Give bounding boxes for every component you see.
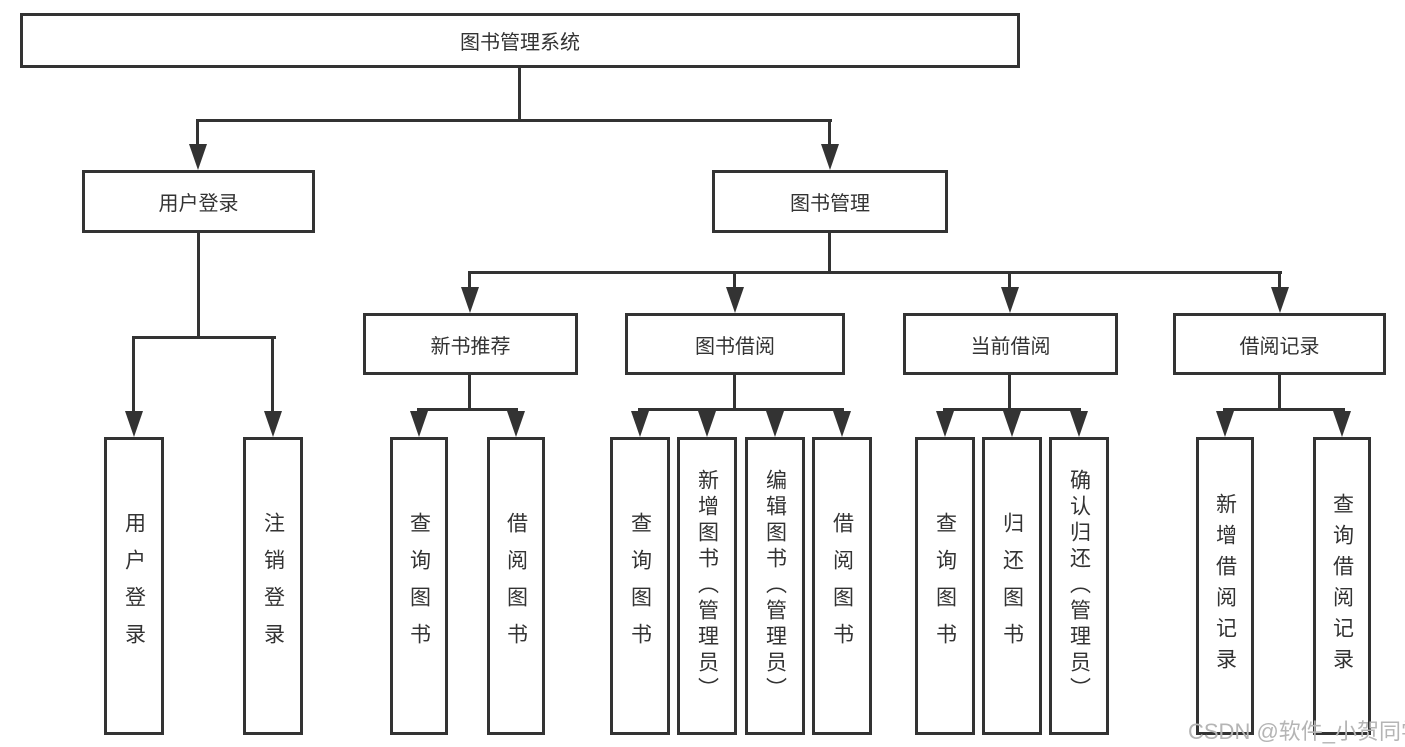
arrow-down-icon [698,411,716,437]
leaf-borrow-edit-books-admin: 编辑图书（管理员） [745,437,805,735]
node-book-borrow: 图书借阅 [625,313,845,375]
connector-records-rail [1223,408,1345,411]
arrow-down-icon [264,411,282,437]
connector-records-drop [1278,375,1281,411]
arrow-down-icon [936,411,954,437]
connector-recommend-drop [468,375,471,411]
arrow-down-icon [1333,411,1351,437]
leaf-borrow-query-books: 查询图书 [610,437,670,735]
connector-to-book-borrow [733,271,736,287]
connector-borrow-rail [638,408,844,411]
connector-to-current-borrow [1008,271,1011,287]
connector-current-drop [1008,375,1011,411]
leaf-current-confirm-return-admin: 确认归还（管理员） [1049,437,1109,735]
connector-level3-rail [468,271,1282,274]
node-borrow-records: 借阅记录 [1173,313,1386,375]
connector-to-book-management [828,119,831,146]
connector-book-management-drop [828,233,831,274]
leaf-logout: 注销登录 [243,437,303,735]
connector-recommend-rail [417,408,518,411]
node-new-book-recommend: 新书推荐 [363,313,578,375]
arrow-down-icon [1216,411,1234,437]
leaf-user-login: 用户登录 [104,437,164,735]
connector-to-new-book-recommend [468,271,471,287]
csdn-watermark: CSDN @软件_小贺同学 [1188,719,1405,744]
node-library-system: 图书管理系统 [20,13,1020,68]
arrow-down-icon [1003,411,1021,437]
leaf-records-query-record: 查询借阅记录 [1313,437,1371,735]
connector-to-leaf-user-login [132,336,135,411]
arrow-down-icon [833,411,851,437]
leaf-borrow-add-books-admin: 新增图书（管理员） [677,437,737,735]
arrow-down-icon [631,411,649,437]
leaf-recommend-borrow-books: 借阅图书 [487,437,545,735]
connector-to-user-login [196,119,199,146]
node-current-borrow: 当前借阅 [903,313,1118,375]
leaf-borrow-borrow-books: 借阅图书 [812,437,872,735]
arrow-down-icon [821,144,839,170]
arrow-down-icon [1271,287,1289,313]
connector-root-drop [518,68,521,120]
arrow-down-icon [507,411,525,437]
connector-level2-rail [196,119,832,122]
arrow-down-icon [766,411,784,437]
leaf-current-return-books: 归还图书 [982,437,1042,735]
node-user-login: 用户登录 [82,170,315,233]
connector-current-rail [943,408,1081,411]
node-book-management: 图书管理 [712,170,948,233]
arrow-down-icon [189,144,207,170]
connector-user-login-drop [197,233,200,339]
leaf-records-add-record: 新增借阅记录 [1196,437,1254,735]
leaf-recommend-query-books: 查询图书 [390,437,448,735]
connector-to-borrow-records [1278,271,1281,287]
arrow-down-icon [726,287,744,313]
arrow-down-icon [1001,287,1019,313]
connector-user-login-rail [132,336,276,339]
connector-to-leaf-logout [271,336,274,411]
arrow-down-icon [461,287,479,313]
connector-borrow-drop [733,375,736,411]
arrow-down-icon [125,411,143,437]
leaf-current-query-books: 查询图书 [915,437,975,735]
arrow-down-icon [410,411,428,437]
arrow-down-icon [1070,411,1088,437]
